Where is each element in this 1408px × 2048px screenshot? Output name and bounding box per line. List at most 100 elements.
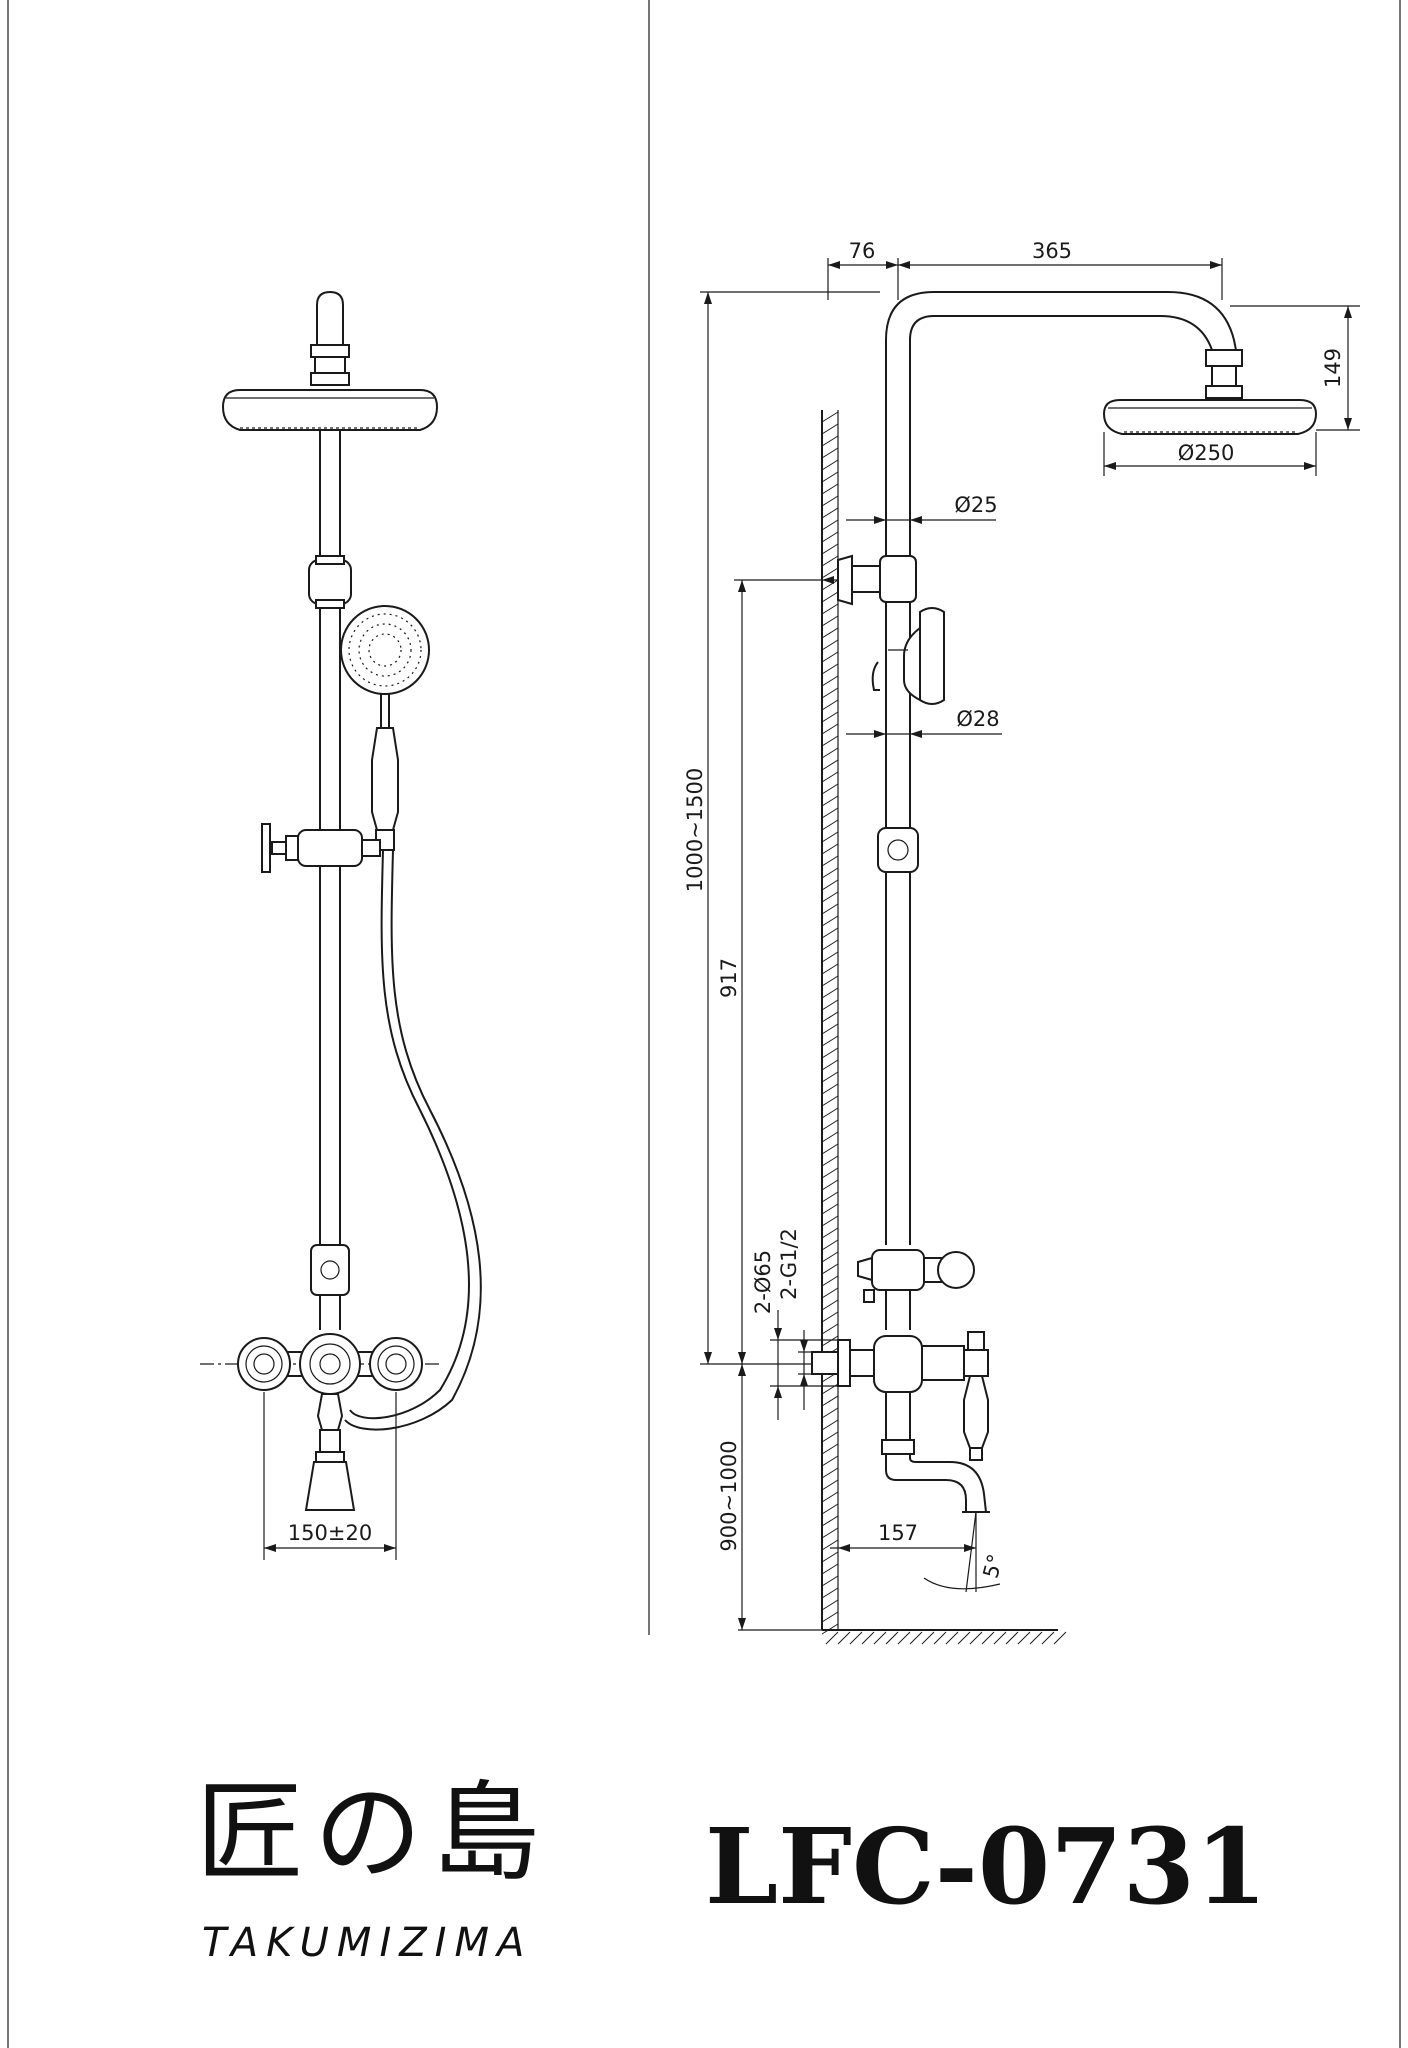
wall-hatch-line <box>821 639 839 651</box>
wall-hatch-line <box>821 1107 839 1119</box>
wall-hatch-line <box>821 471 839 483</box>
wall-hatch-line <box>821 1167 839 1179</box>
wall-hatch-line <box>821 1299 839 1311</box>
dim-pipe-upper-label: Ø25 <box>954 493 997 517</box>
shower-arm-outer <box>885 291 1237 351</box>
floor-hatching <box>825 1631 1067 1645</box>
arm-cap <box>316 290 344 345</box>
dim-total-height-label: 1000~1500 <box>683 768 707 892</box>
wall-hatch-line <box>821 951 839 963</box>
wall-hatch-line <box>821 903 839 915</box>
wall-hatch-line <box>821 459 839 471</box>
side-view: 76 365 149 Ø250 Ø25 <box>683 239 1360 1645</box>
floor-hatch-line <box>837 1631 851 1645</box>
wall-hatch-line <box>821 1563 839 1575</box>
wall-hatch-line <box>821 1551 839 1563</box>
wall-hatch-line <box>821 615 839 627</box>
wall-hatch-line <box>821 591 839 603</box>
dim-arm-reach: 365 <box>1032 239 1072 263</box>
wall-hatch-line <box>821 723 839 735</box>
wall-hatch-line <box>821 1047 839 1059</box>
side-mixer-handle <box>963 1375 989 1449</box>
slide-collar-upper <box>308 559 352 605</box>
front-view: 150±20 <box>200 290 482 1560</box>
wall-hatch-line <box>821 1515 839 1527</box>
wall-hatch-line <box>821 1599 839 1611</box>
wall-hatch-line <box>821 735 839 747</box>
floor-hatch-line <box>945 1631 959 1645</box>
wall-hatch-line <box>821 747 839 759</box>
wall-hatch-line <box>821 699 839 711</box>
wall-hatch-line <box>821 759 839 771</box>
wall-hatch-line <box>821 519 839 531</box>
floor-hatch-line <box>909 1631 923 1645</box>
wall-hatch-line <box>821 891 839 903</box>
dim-thread-label: 2-G1/2 <box>777 1228 801 1300</box>
model-number: LFC-0731 <box>705 1805 1268 1928</box>
wall-hatch-line <box>821 483 839 495</box>
wall-hatch-line <box>821 831 839 843</box>
wall-hatch-line <box>821 555 839 567</box>
wall-hatch-line <box>821 603 839 615</box>
wall-hatch-line <box>821 1611 839 1623</box>
dim-arm-offset: 76 <box>849 239 876 263</box>
wall-hatch-line <box>821 843 839 855</box>
floor-hatch-line <box>1005 1631 1019 1645</box>
side-shower-head <box>1102 399 1318 435</box>
wall-hatch-line <box>821 507 839 519</box>
wall-hatch-line <box>821 1191 839 1203</box>
dim-pipe-lower: Ø28 <box>846 707 1002 738</box>
dim-head-diameter: Ø250 <box>1103 432 1317 476</box>
wall-hatch-line <box>821 1323 839 1335</box>
wall-hatch-line <box>821 1335 839 1347</box>
floor-hatch-line <box>1017 1631 1031 1645</box>
dim-top: 76 365 <box>827 239 1223 300</box>
arm-nut-3 <box>310 372 350 386</box>
wall-hatch-line <box>821 1575 839 1587</box>
floor-hatch-line <box>993 1631 1007 1645</box>
floor-hatch-line <box>957 1631 971 1645</box>
dim-spout-reach: 157 <box>830 1521 976 1552</box>
hand-shower-handle <box>371 727 399 831</box>
dim-flange-label: 2-Ø65 <box>751 1250 775 1314</box>
wall-hatch-line <box>821 855 839 867</box>
wall-hatch-line <box>821 1215 839 1227</box>
floor-hatch-line <box>1053 1631 1067 1645</box>
wall-hatch-line <box>821 1155 839 1167</box>
dim-connections: 2-Ø65 2-G1/2 <box>751 1228 838 1420</box>
floor-hatch-line <box>933 1631 947 1645</box>
mixer-lever <box>316 1393 344 1431</box>
wall-hatch-line <box>821 915 839 927</box>
wall-bracket <box>822 554 917 606</box>
wall-hatch-line <box>821 1431 839 1443</box>
wall-hatch-line <box>821 1095 839 1107</box>
dim-head-diameter-label: Ø250 <box>1178 441 1235 465</box>
wall-hatch-line <box>821 543 839 555</box>
floor-hatch-line <box>873 1631 887 1645</box>
dim-mixer-height-label: 900~1000 <box>717 1440 741 1551</box>
wall-hatch-line <box>821 1239 839 1251</box>
side-hand-shower <box>871 607 945 705</box>
wall-hatch-line <box>821 651 839 663</box>
side-middle-holder <box>877 827 919 873</box>
dim-head-height: 149 <box>1230 305 1360 431</box>
dim-total-height: 1000~1500 <box>683 291 880 1365</box>
dim-bracket-height-label: 917 <box>717 958 741 998</box>
wall-hatch-line <box>821 819 839 831</box>
hand-shower <box>340 605 430 851</box>
front-spout <box>304 1461 356 1511</box>
wall-hatch-line <box>821 1071 839 1083</box>
wall-hatch-line <box>821 1407 839 1419</box>
spout-inner <box>909 1454 987 1513</box>
wall-hatch-line <box>821 1443 839 1455</box>
wall-hatch-line <box>821 1491 839 1503</box>
wall-hatch-line <box>821 1251 839 1263</box>
wall-hatch-line <box>821 1035 839 1047</box>
wall-hatch-line <box>821 1311 839 1323</box>
dim-head-height-label: 149 <box>1321 348 1345 388</box>
dim-spacing-label: 150±20 <box>288 1521 372 1545</box>
wall-hatch-line <box>821 879 839 891</box>
dim-mixer-height: 900~1000 <box>717 1364 822 1631</box>
shower-hose-a <box>349 849 470 1420</box>
